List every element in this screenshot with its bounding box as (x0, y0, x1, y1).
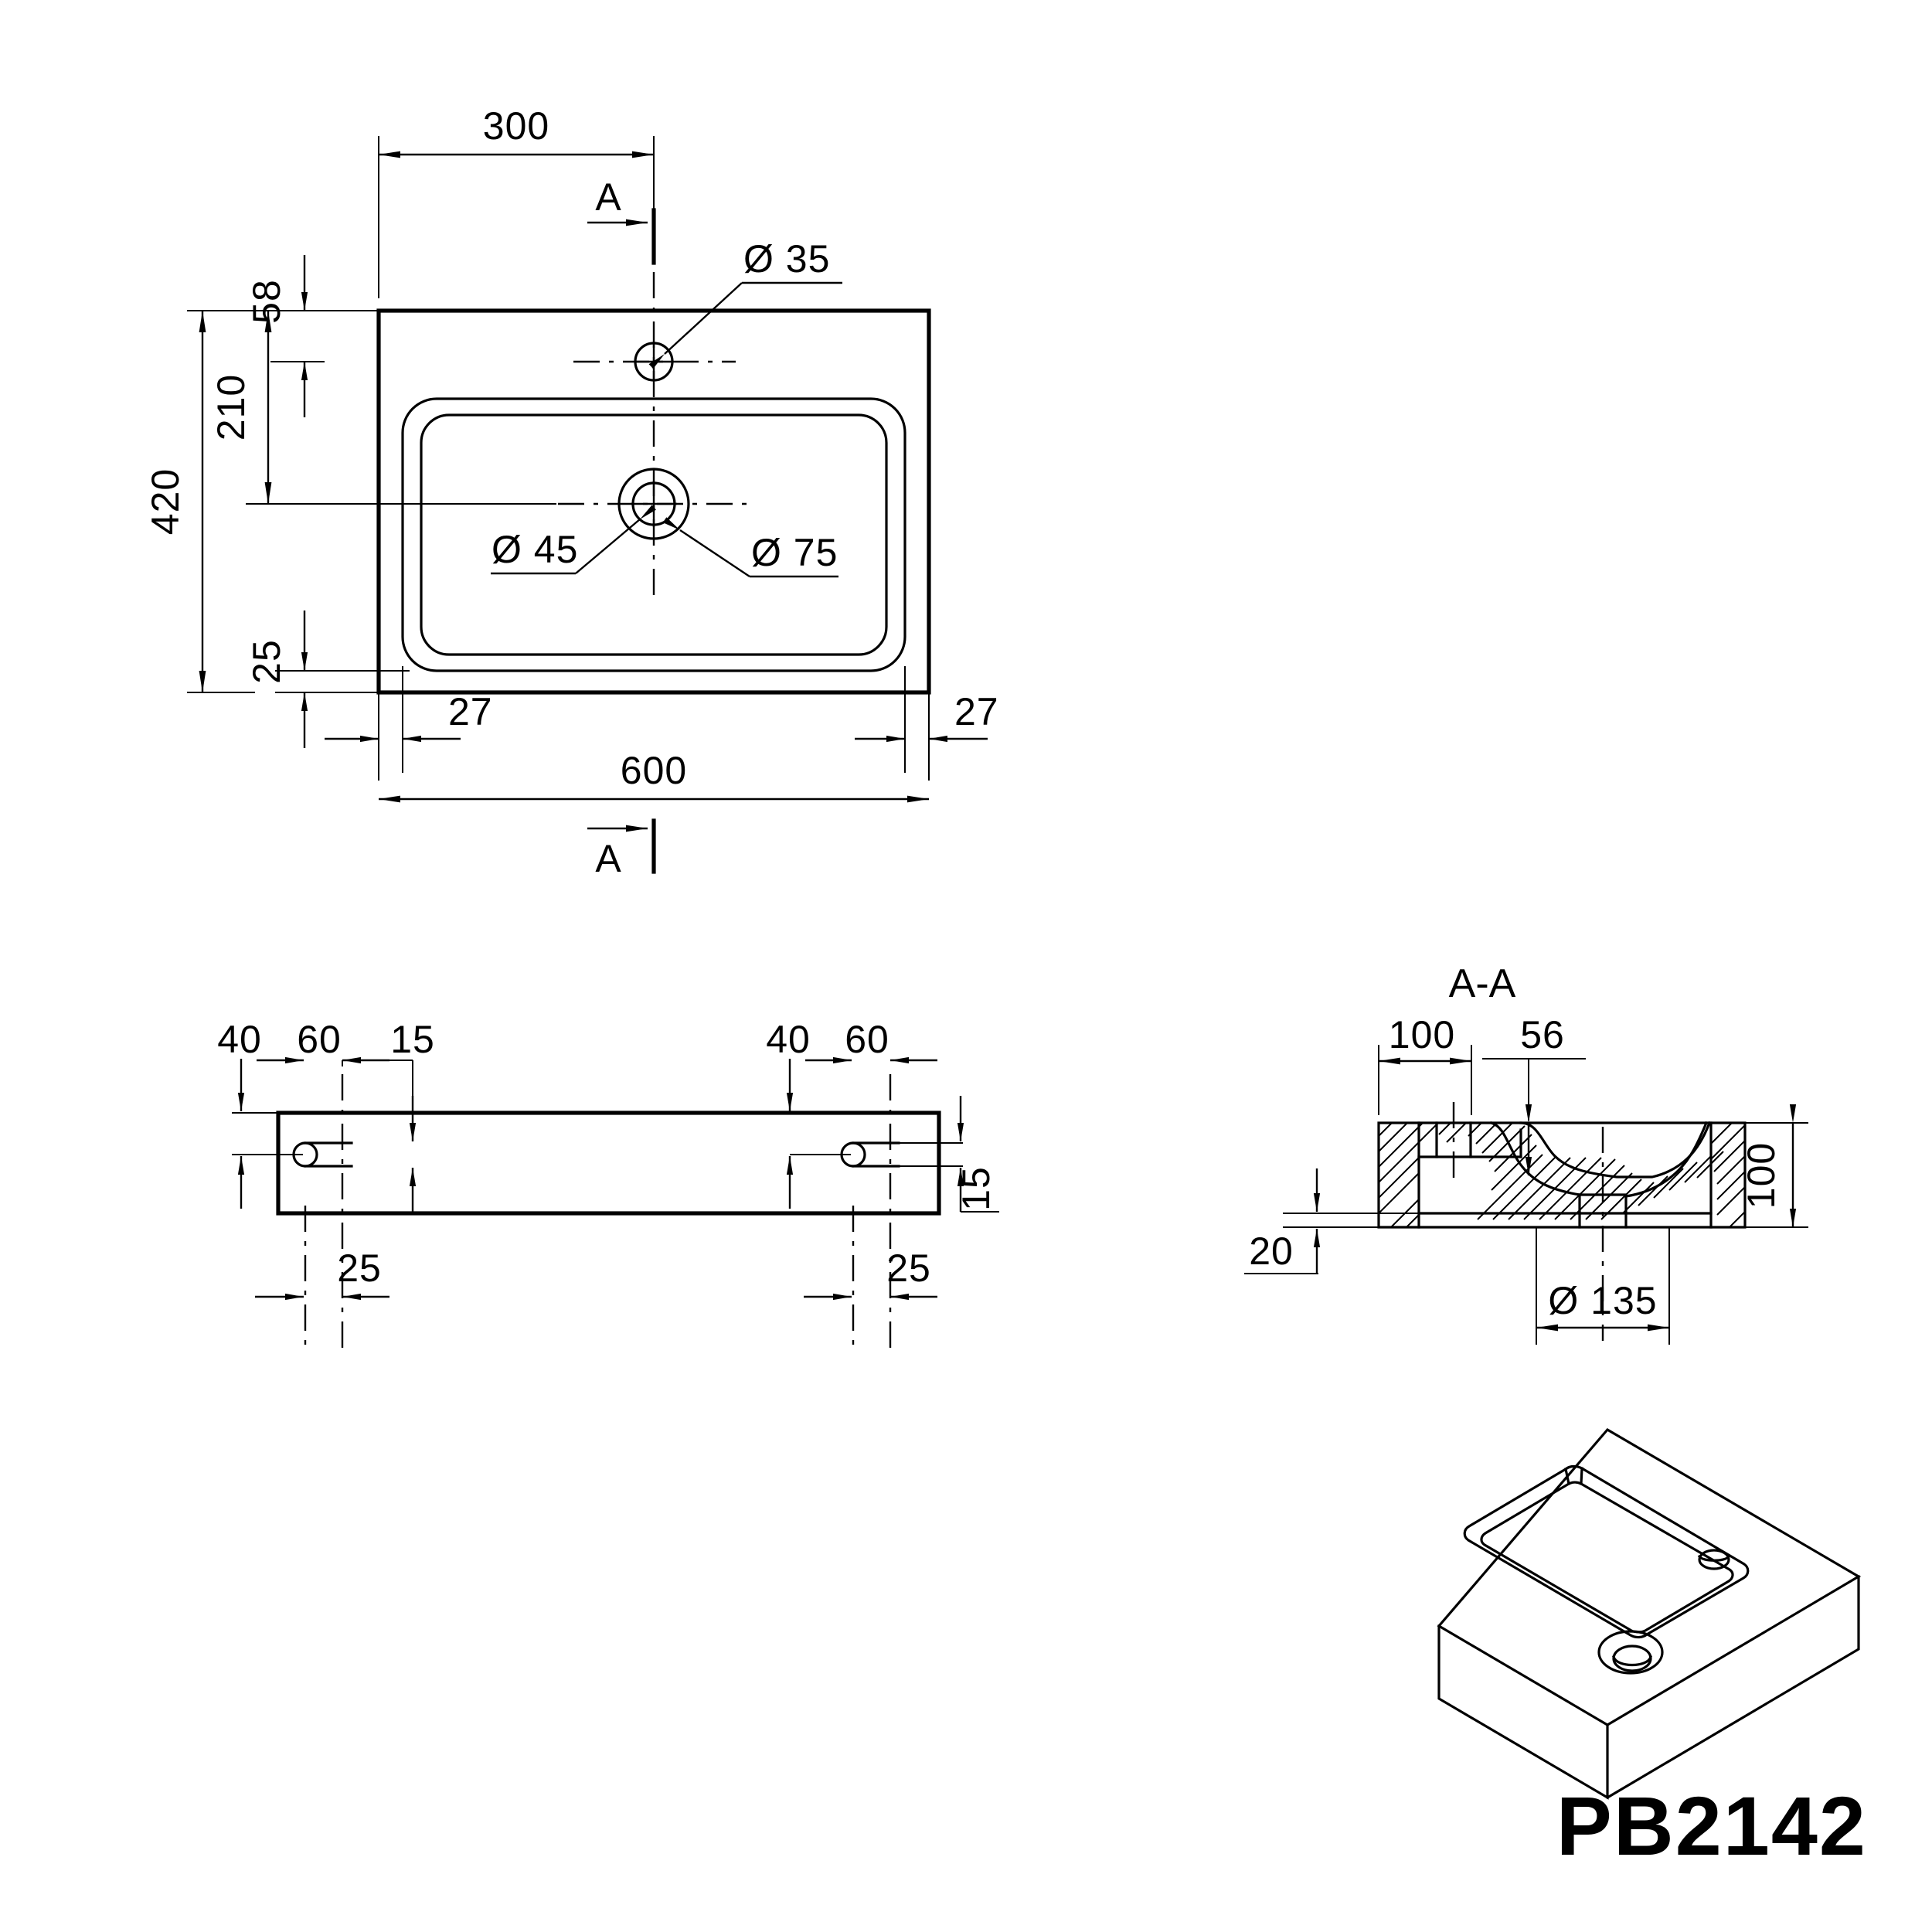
dim-15-right: 15 (899, 1096, 999, 1213)
dim-300: 300 (378, 104, 655, 298)
callout-diameter-75-label: Ø 75 (751, 531, 838, 574)
section-title-a-a: A-A (1449, 961, 1516, 1006)
iso-basin-fold-a (1580, 1467, 1583, 1485)
dim-58: 58 (245, 255, 325, 417)
bowl-underside-left (1490, 1121, 1581, 1215)
dim-60-right: 60 (805, 1018, 937, 1064)
iso-left-side (1437, 1624, 1609, 1800)
dim-diameter-135-label: Ø 135 (1548, 1279, 1657, 1322)
callout-diameter-35-label: Ø 35 (743, 237, 830, 281)
iso-basin-fold-b (1564, 1468, 1570, 1485)
dim-25-top-label: 25 (245, 639, 288, 684)
dim-300-label: 300 (483, 104, 549, 148)
dim-27-right-label: 27 (954, 690, 999, 733)
dim-diameter-135: Ø 135 (1536, 1227, 1670, 1345)
rear-elevation-view: 40 60 15 40 60 (217, 1018, 999, 1349)
dim-25-right: 25 (804, 1247, 937, 1301)
dim-25-right-label: 25 (886, 1247, 931, 1290)
bowl-underside-right (1624, 1121, 1709, 1215)
rear-view-body (276, 1111, 941, 1216)
iso-basin-rim-inner (1480, 1481, 1734, 1634)
dim-56-depth: 56 (1482, 1013, 1586, 1175)
section-mark-a-bottom-label: A (595, 837, 621, 880)
section-mark-a-top-label: A (595, 175, 621, 219)
rear-right-hole (840, 1074, 900, 1349)
dim-40-right-label: 40 (766, 1018, 811, 1061)
dim-40-right: 40 (766, 1018, 851, 1209)
isometric-view (1437, 1427, 1862, 1800)
dim-100-ledge: 100 (1378, 1013, 1472, 1115)
callout-diameter-35: Ø 35 (648, 237, 842, 369)
bowl-rim-outer (401, 397, 906, 672)
dim-15-left-label: 15 (390, 1018, 435, 1061)
iso-drain-hole (1597, 1630, 1664, 1675)
iso-top-face (1437, 1427, 1862, 1726)
section-mark-a-top: A (587, 175, 656, 265)
dim-60-left-label: 60 (297, 1018, 342, 1061)
section-mark-a-bottom: A (587, 818, 656, 880)
dim-60-left: 60 (257, 1018, 389, 1064)
dim-600: 600 (379, 749, 929, 803)
dim-58-label: 58 (245, 279, 288, 324)
dim-210-label: 210 (209, 374, 253, 440)
dim-420: 420 (144, 310, 255, 693)
dim-100-ledge-label: 100 (1389, 1013, 1455, 1056)
rear-left-hole (292, 1074, 353, 1349)
section-hatch (1379, 1123, 1745, 1227)
dim-27-right: 27 (855, 666, 999, 781)
dim-40-left-label: 40 (217, 1018, 262, 1061)
dim-100-height: 100 (1740, 1104, 1808, 1228)
dim-25-left: 25 (255, 1247, 389, 1301)
iso-faucet-hole (1697, 1549, 1731, 1570)
part-number-label: PB2142 (1556, 1779, 1867, 1872)
dim-27-left-label: 27 (448, 690, 493, 733)
dim-56-depth-label: 56 (1520, 1013, 1565, 1056)
dim-60-right-label: 60 (845, 1018, 889, 1061)
dim-420-label: 420 (144, 468, 187, 535)
dim-15-left: 15 (342, 1018, 435, 1213)
dim-25-left-label: 25 (337, 1247, 382, 1290)
dim-100-height-label: 100 (1740, 1142, 1783, 1209)
dim-15-right-label: 15 (954, 1166, 998, 1211)
iso-basin-rim-outer (1463, 1464, 1750, 1639)
faucet-hole (573, 342, 736, 382)
section-a-a-view: A-A (1244, 961, 1808, 1345)
dim-40-left: 40 (217, 1018, 303, 1209)
dim-25-top: 25 (245, 611, 410, 748)
top-view: 300 A 58 210 420 (144, 104, 999, 880)
drain-hole (558, 468, 751, 540)
dim-20-base-label: 20 (1249, 1230, 1294, 1273)
callout-diameter-75: Ø 75 (662, 517, 838, 578)
callout-diameter-45-label: Ø 45 (492, 528, 578, 571)
dim-27-left: 27 (325, 666, 493, 781)
dim-20-base: 20 (1244, 1168, 1422, 1274)
dim-600-label: 600 (621, 749, 687, 792)
dim-210: 210 (209, 310, 556, 505)
bowl-rim-inner (420, 413, 888, 656)
iso-right-side (1605, 1575, 1860, 1800)
callout-diameter-45: Ø 45 (491, 505, 656, 575)
